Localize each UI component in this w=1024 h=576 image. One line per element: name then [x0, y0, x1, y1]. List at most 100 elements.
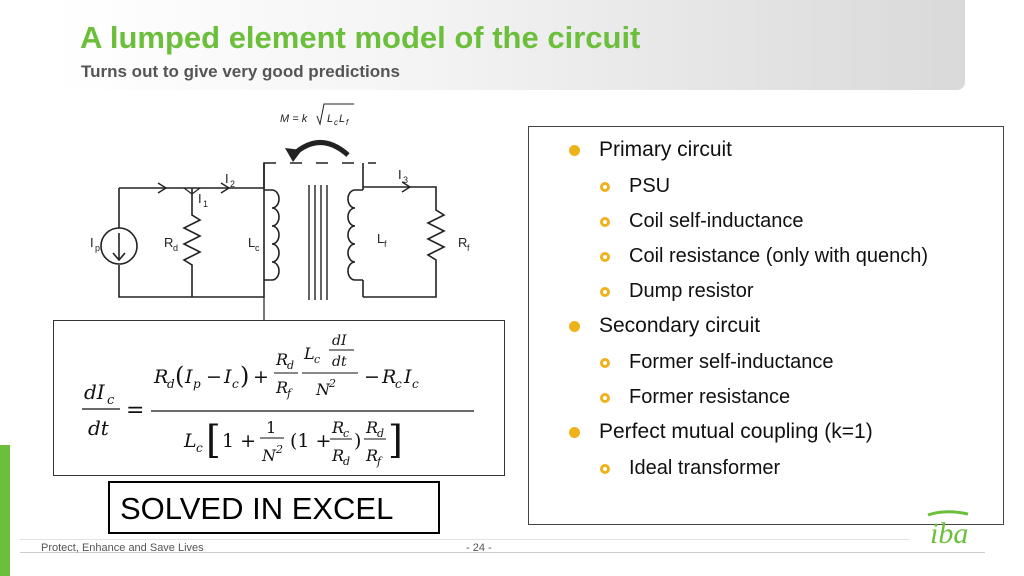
svg-text:=: =	[126, 398, 144, 423]
svg-text:1 +: 1 +	[222, 430, 256, 452]
slide-subtitle: Turns out to give very good predictions	[81, 62, 400, 81]
svg-text:(: (	[175, 362, 184, 390]
bullet-dot-icon	[569, 145, 580, 156]
header-band	[55, 0, 965, 90]
svg-text:c: c	[395, 377, 402, 391]
bullet-dot-icon	[569, 321, 580, 332]
svg-text:L: L	[303, 344, 315, 363]
bullet-former-resistance: Former resistance	[529, 382, 1003, 417]
svg-text:1: 1	[203, 199, 208, 209]
svg-text:R: R	[275, 350, 288, 369]
circuit-diagram: M = k L c L f I 2 I 3 I 1 I p R d L c L	[90, 103, 470, 325]
svg-text:): )	[354, 430, 361, 452]
svg-text:c: c	[196, 441, 203, 455]
svg-text:dI: dI	[332, 333, 347, 349]
label-rf: R	[458, 235, 467, 250]
svg-text:R: R	[365, 446, 378, 465]
label-i1: I	[198, 191, 202, 206]
label-lc: L	[248, 235, 255, 250]
label-rd: R	[164, 235, 173, 250]
svg-text:N: N	[261, 446, 277, 465]
bullet-ring-icon	[600, 464, 610, 474]
svg-text:1: 1	[266, 418, 276, 437]
svg-text:I: I	[184, 366, 193, 388]
svg-text:(1 +: (1 +	[290, 430, 331, 452]
bullet-ring-icon	[600, 252, 610, 262]
svg-text:2: 2	[230, 179, 235, 189]
svg-text:d: d	[343, 455, 350, 468]
slide-title: A lumped element model of the circuit	[80, 20, 641, 55]
page-number: - 24 -	[466, 542, 492, 554]
svg-text:): )	[240, 362, 249, 390]
svg-text:c: c	[107, 393, 115, 408]
label-ip: I	[90, 235, 94, 250]
bullet-dot-icon	[569, 427, 580, 438]
svg-text:f: f	[346, 118, 349, 127]
lhs-numerator: dI	[84, 380, 106, 404]
svg-text:R: R	[331, 446, 344, 465]
svg-text:d: d	[287, 359, 294, 372]
solved-in-excel-box: SOLVED IN EXCEL	[108, 481, 440, 534]
svg-text:p: p	[95, 243, 100, 253]
bullet-ring-icon	[600, 217, 610, 227]
svg-text:f: f	[467, 243, 470, 253]
svg-text:L: L	[339, 113, 345, 125]
label-i3: I	[398, 167, 402, 182]
svg-text:d: d	[173, 243, 178, 253]
svg-text:f: f	[286, 387, 293, 400]
bullet-perfect-mutual-coupling: Perfect mutual coupling (k=1)	[529, 417, 1003, 453]
svg-text:c: c	[314, 353, 320, 366]
svg-text:f: f	[376, 455, 383, 468]
footer-tagline: Protect, Enhance and Save Lives	[41, 542, 204, 554]
svg-text:c: c	[255, 243, 260, 253]
bullets-box: Primary circuit PSU Coil self-inductance…	[528, 126, 1004, 525]
side-accent-bar	[0, 445, 10, 576]
bullet-ring-icon	[600, 358, 610, 368]
bullet-ring-icon	[600, 393, 610, 403]
footer-divider-top	[20, 539, 910, 540]
svg-text:+: +	[253, 366, 269, 388]
svg-text:f: f	[384, 239, 387, 249]
svg-text:d: d	[167, 377, 175, 391]
svg-text:−: −	[206, 366, 222, 388]
bullet-primary-circuit: Primary circuit	[529, 135, 1003, 171]
svg-text:[: [	[206, 418, 221, 462]
svg-text:L: L	[183, 430, 197, 452]
svg-text:c: c	[232, 377, 239, 391]
svg-text:N: N	[315, 380, 331, 399]
svg-text:dt: dt	[332, 354, 347, 370]
bullet-ring-icon	[600, 287, 610, 297]
svg-text:d: d	[377, 427, 384, 440]
bullet-dump-resistor: Dump resistor	[529, 276, 1003, 311]
svg-text:I: I	[223, 366, 232, 388]
svg-text:−: −	[364, 366, 380, 388]
iba-logo-icon: iba	[927, 510, 968, 550]
svg-text:c: c	[412, 377, 419, 391]
svg-text:2: 2	[275, 443, 283, 456]
mutual-formula-rad: L	[327, 113, 333, 125]
bullet-ideal-transformer: Ideal transformer	[529, 453, 1003, 488]
svg-text:p: p	[193, 377, 201, 391]
svg-text:3: 3	[403, 175, 408, 185]
svg-text:R: R	[275, 378, 288, 397]
bullet-psu: PSU	[529, 171, 1003, 206]
mutual-formula: M = k	[280, 113, 308, 125]
svg-text:R: R	[381, 366, 396, 388]
svg-text:2: 2	[328, 377, 336, 390]
svg-text:]: ]	[388, 418, 403, 462]
label-lf: L	[377, 231, 384, 246]
svg-text:R: R	[331, 418, 344, 437]
bullet-list: Primary circuit PSU Coil self-inductance…	[529, 135, 1003, 488]
svg-text:c: c	[334, 118, 338, 127]
svg-text:iba: iba	[930, 517, 968, 550]
bullet-secondary-circuit: Secondary circuit	[529, 311, 1003, 347]
bullet-coil-resistance: Coil resistance (only with quench)	[529, 241, 1003, 276]
bullet-former-self-inductance: Former self-inductance	[529, 347, 1003, 382]
svg-text:R: R	[365, 418, 378, 437]
footer-divider	[20, 552, 985, 553]
svg-text:c: c	[343, 427, 349, 440]
svg-text:R: R	[153, 366, 168, 388]
lhs-denominator: dt	[88, 416, 110, 440]
